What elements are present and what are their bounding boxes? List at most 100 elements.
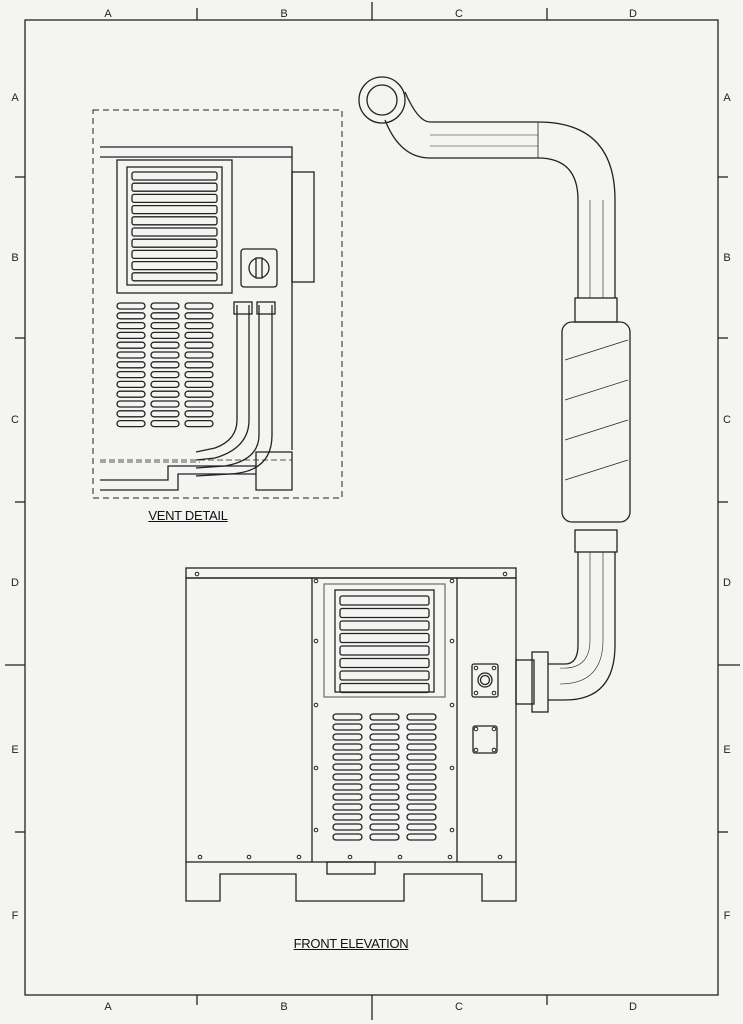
bolt (473, 747, 479, 753)
vent-slot (150, 370, 180, 379)
vent-slot (332, 733, 363, 741)
bolt (497, 854, 503, 860)
vent-slot (332, 743, 363, 751)
row-label: B (11, 252, 19, 264)
vent-slot (116, 400, 146, 408)
vent-slot (150, 400, 180, 408)
vent-slot (406, 773, 437, 781)
column-label: B (280, 1001, 288, 1013)
bolt (197, 854, 203, 860)
vent-slot (116, 321, 146, 330)
louvre (131, 216, 218, 226)
bolt (449, 638, 455, 644)
bolt (449, 702, 455, 708)
bolt (246, 854, 252, 860)
vent-slot (369, 743, 400, 751)
louvre (339, 620, 430, 631)
vent-slot (369, 733, 400, 741)
vent-slot (150, 331, 180, 340)
vent-slot (332, 783, 363, 791)
vent-slot (332, 773, 363, 781)
vent-slot (369, 793, 400, 801)
vent-slot (184, 312, 214, 320)
vent-slot (150, 419, 180, 428)
exhaust-pipe (358, 76, 631, 713)
vent-slot (150, 390, 180, 398)
vent-slot (369, 773, 400, 781)
bolt (449, 765, 455, 771)
row-label: E (11, 744, 19, 756)
louvre (339, 607, 430, 619)
vent-slot (184, 361, 214, 369)
row-label: F (723, 910, 731, 922)
bolt (491, 690, 497, 696)
louvre (339, 645, 430, 656)
bolt (313, 827, 319, 833)
vent-slot (184, 370, 214, 379)
bolt (313, 638, 319, 644)
louvre (131, 193, 218, 204)
louvre (131, 227, 218, 237)
bolt (397, 854, 403, 860)
vent-slot (406, 753, 437, 761)
vent-slot (150, 410, 180, 418)
vent-slot (184, 321, 214, 330)
vent-slot (332, 793, 363, 801)
bolt (473, 665, 479, 671)
vent-slot (184, 390, 214, 398)
vent-slot (116, 390, 146, 398)
bolt (449, 827, 455, 833)
louvre (131, 260, 218, 271)
bolt (491, 747, 497, 753)
louvre (131, 171, 218, 181)
vent-slot (369, 753, 400, 761)
vent-slot (332, 753, 363, 761)
vent-slot (369, 803, 400, 811)
row-label: A (723, 92, 731, 104)
vent-slot (150, 351, 180, 359)
vent-slot (406, 763, 437, 771)
vent-slot (116, 341, 146, 349)
vent-slot (184, 380, 214, 389)
vent-slot (150, 380, 180, 389)
vent-slot (150, 302, 180, 310)
bolt (473, 690, 479, 696)
vent-detail-view (92, 109, 343, 499)
vent-slot (184, 331, 214, 340)
vent-slot (332, 763, 363, 771)
vent-slot (369, 813, 400, 821)
vent-slot (406, 823, 437, 831)
vent-slot (184, 410, 214, 418)
bolt (491, 726, 497, 732)
vent-slot (184, 341, 214, 349)
vent-slot (116, 361, 146, 369)
vent-slot (406, 803, 437, 811)
vent-slot (406, 813, 437, 821)
vent-slot (406, 713, 437, 721)
vent-detail-title: VENT DETAIL (148, 508, 228, 523)
vent-slot (116, 419, 146, 428)
row-label: B (723, 252, 731, 264)
bolt (313, 578, 319, 584)
row-label: D (11, 577, 19, 589)
vent-slot (406, 783, 437, 791)
vent-slot (184, 351, 214, 359)
louvre (131, 238, 218, 248)
row-label: D (723, 577, 731, 589)
louvre (131, 272, 218, 282)
vent-slot (116, 331, 146, 340)
row-label: A (11, 92, 19, 104)
bolt (313, 765, 319, 771)
vent-slot (150, 321, 180, 330)
vent-slot (184, 400, 214, 408)
row-label: E (723, 744, 731, 756)
louvre (339, 682, 430, 694)
vent-slot (332, 713, 363, 721)
column-label: C (455, 1001, 463, 1013)
vent-slot (406, 793, 437, 801)
vent-slot (369, 823, 400, 831)
column-label: D (629, 8, 637, 20)
vent-slot (150, 312, 180, 320)
louvre (131, 204, 218, 215)
